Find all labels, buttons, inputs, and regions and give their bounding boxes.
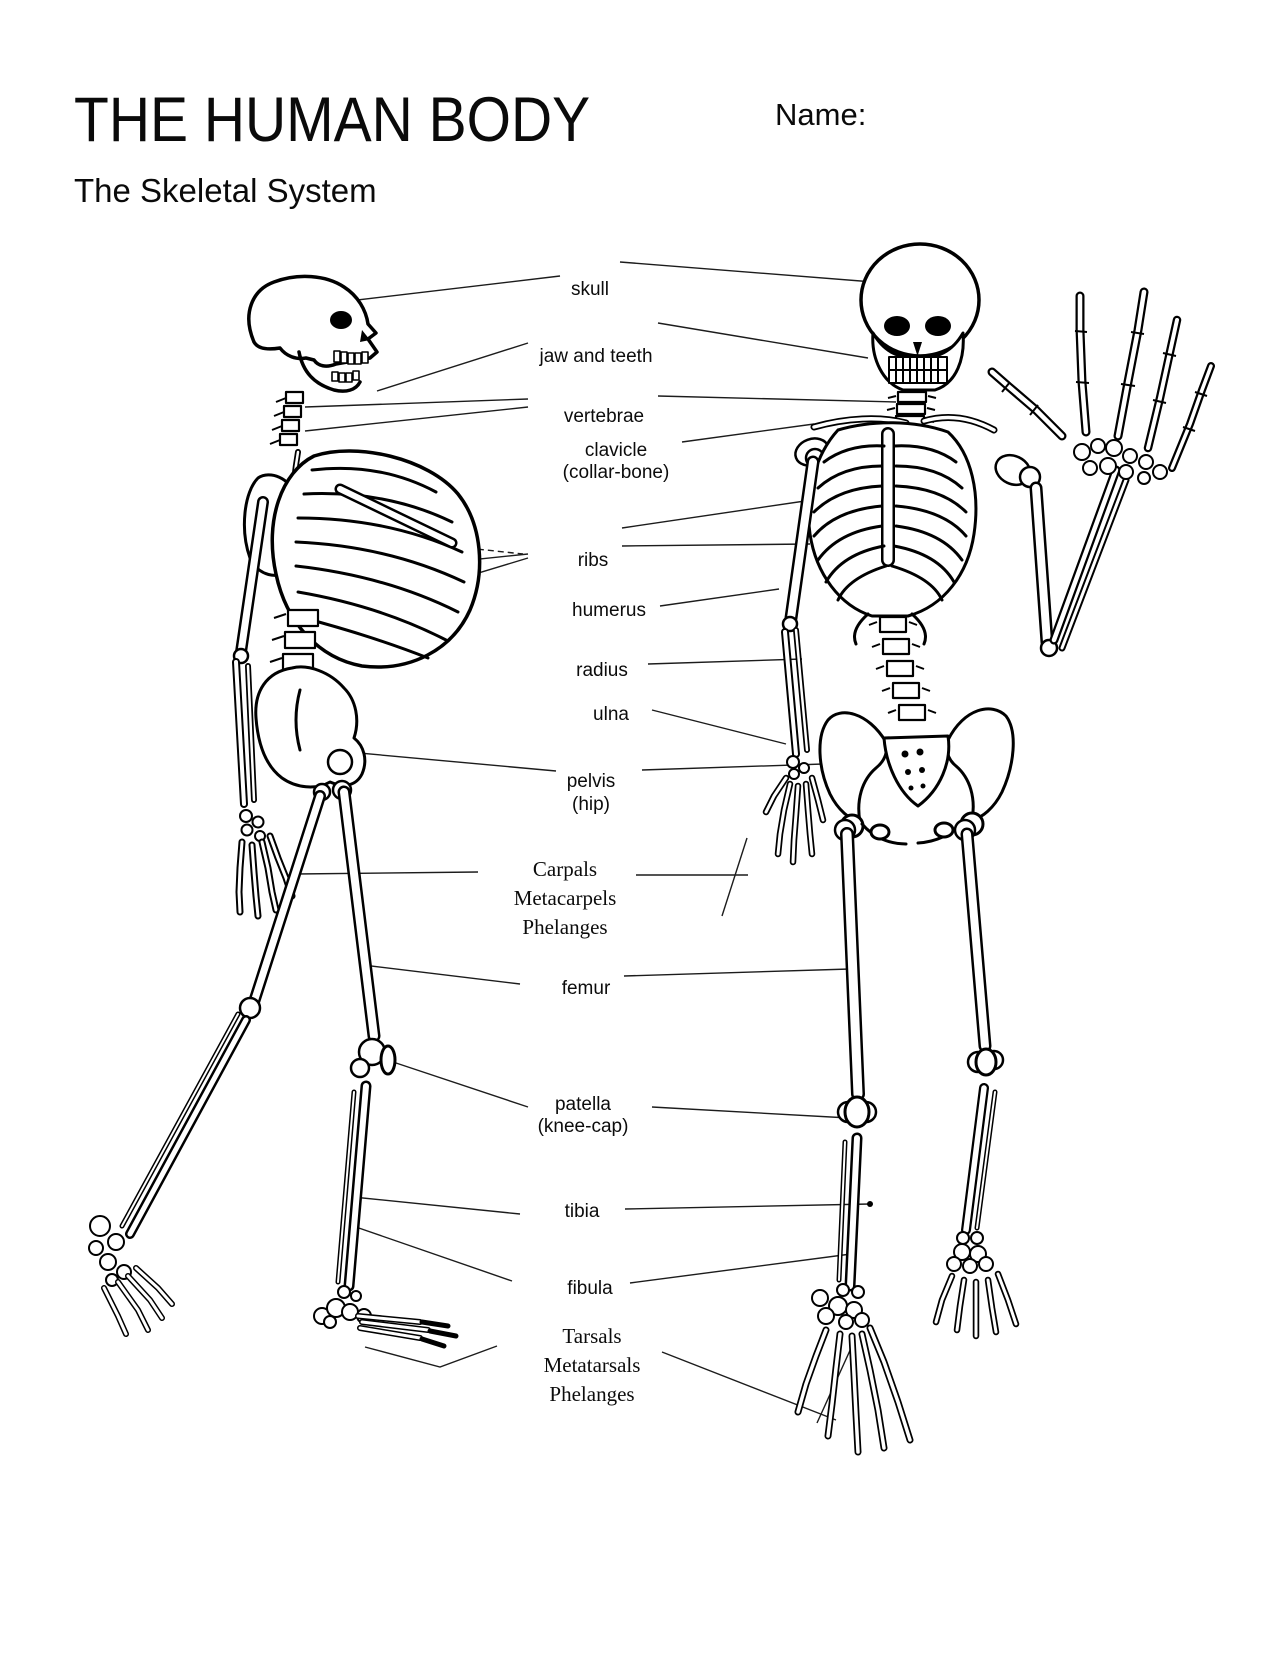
front-skull-icon	[859, 242, 981, 392]
side-neck-vertebrae	[278, 390, 305, 447]
front-foot-bones	[794, 1324, 914, 1456]
label-phelanges-hand: Phelanges	[522, 915, 608, 939]
side-foot-bones	[355, 1313, 459, 1349]
label-hand-bones: Carpals Metacarpels Phelanges	[514, 855, 617, 942]
label-pelvis: pelvis (hip)	[567, 770, 616, 816]
label-phelanges-foot: Phelanges	[549, 1382, 635, 1406]
leader-lines	[276, 261, 897, 1424]
label-ribs: ribs	[577, 550, 609, 571]
label-radius: radius	[576, 660, 628, 681]
front-view-skeleton	[762, 242, 1215, 1456]
label-metacarpels: Metacarpels	[513, 886, 617, 910]
label-femur: femur	[561, 978, 611, 999]
label-pelvis-main: pelvis	[566, 771, 616, 792]
side-skull-icon	[247, 274, 379, 393]
big-hand-fingers	[987, 287, 1215, 472]
side-front-leg	[313, 779, 459, 1349]
label-foot-bones: Tarsals Metatarsals Phelanges	[544, 1322, 641, 1409]
name-label: Name:	[775, 97, 867, 132]
label-humerus: humerus	[572, 600, 646, 621]
label-clavicle-alt: (collar-bone)	[562, 462, 670, 483]
side-back-leg	[88, 782, 332, 1337]
label-tarsals: Tarsals	[562, 1324, 622, 1348]
front-ribcage	[806, 421, 978, 646]
front-left-leg	[794, 818, 914, 1456]
label-clavicle-main: clavicle	[584, 440, 648, 461]
label-fibula: fibula	[567, 1278, 613, 1299]
side-arm	[232, 496, 296, 920]
label-tibia: tibia	[564, 1201, 600, 1222]
label-ulna: ulna	[593, 704, 629, 725]
label-pelvis-alt: (hip)	[571, 794, 611, 815]
label-carpals: Carpals	[532, 857, 598, 881]
label-patella: patella (knee-cap)	[538, 1094, 629, 1138]
label-skull: skull	[570, 279, 610, 300]
side-view-skeleton	[88, 274, 482, 1349]
label-patella-main: patella	[554, 1094, 611, 1115]
subtitle: The Skeletal System	[74, 172, 377, 209]
front-waving-arm	[987, 287, 1215, 658]
front-hanging-arm	[762, 455, 827, 866]
side-pelvis	[254, 665, 367, 789]
label-clavicle: clavicle (collar-bone)	[563, 440, 670, 484]
front-right-leg	[932, 818, 1020, 1340]
label-patella-alt: (knee-cap)	[537, 1116, 629, 1137]
big-hand-carpals	[1073, 438, 1168, 485]
page-title: THE HUMAN BODY	[74, 85, 591, 156]
label-vertebrae: vertebrae	[563, 406, 645, 427]
side-ribcage	[270, 449, 482, 669]
label-metatarsals: Metatarsals	[543, 1353, 641, 1377]
label-jaw-and-teeth: jaw and teeth	[539, 346, 653, 367]
